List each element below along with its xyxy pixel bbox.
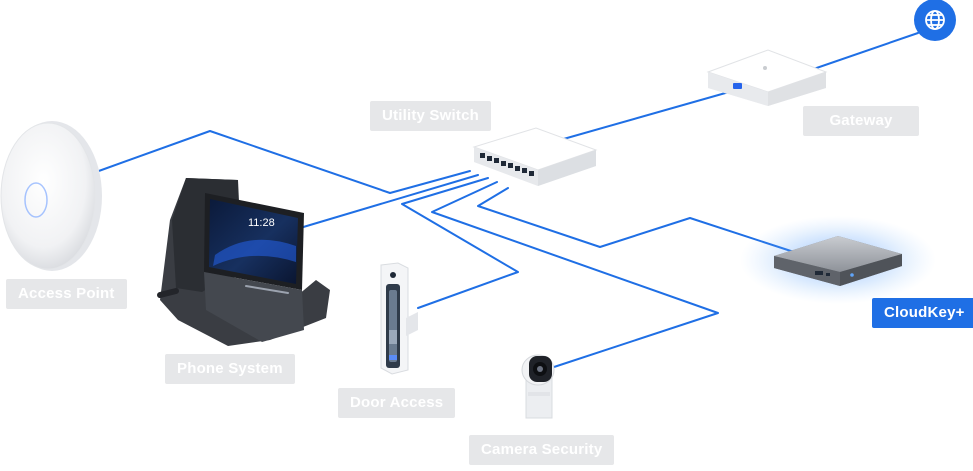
door-access-device[interactable]	[380, 262, 418, 375]
connection-lines	[95, 32, 919, 368]
label-door-access: Door Access	[338, 388, 456, 418]
label-utility-switch: Utility Switch	[370, 101, 491, 131]
link-phone-switch	[299, 174, 479, 229]
gateway-device[interactable]	[706, 49, 828, 106]
utility-switch-device[interactable]	[472, 127, 598, 186]
access-point-device[interactable]	[0, 121, 102, 271]
cloudkey-device[interactable]	[740, 216, 936, 304]
label-phone-system: Phone System	[165, 354, 295, 384]
phone-screen-time: 11:28	[248, 217, 275, 229]
switch-ports	[480, 153, 534, 176]
link-camera-switch	[431, 181, 719, 368]
phone-system-device[interactable]: 11:28	[157, 178, 330, 346]
internet-node[interactable]	[914, 0, 956, 41]
label-gateway: Gateway	[803, 106, 919, 136]
label-cloudkey: CloudKey+	[872, 298, 973, 328]
link-cloudkey-switch	[477, 187, 795, 253]
camera-security-device[interactable]	[521, 354, 555, 419]
link-ap-switch	[95, 130, 471, 194]
link-gateway-switch	[559, 89, 737, 141]
label-access-point: Access Point	[6, 279, 127, 309]
label-camera-security: Camera Security	[469, 435, 615, 465]
globe-icon	[925, 10, 945, 30]
link-door-switch	[401, 177, 519, 309]
